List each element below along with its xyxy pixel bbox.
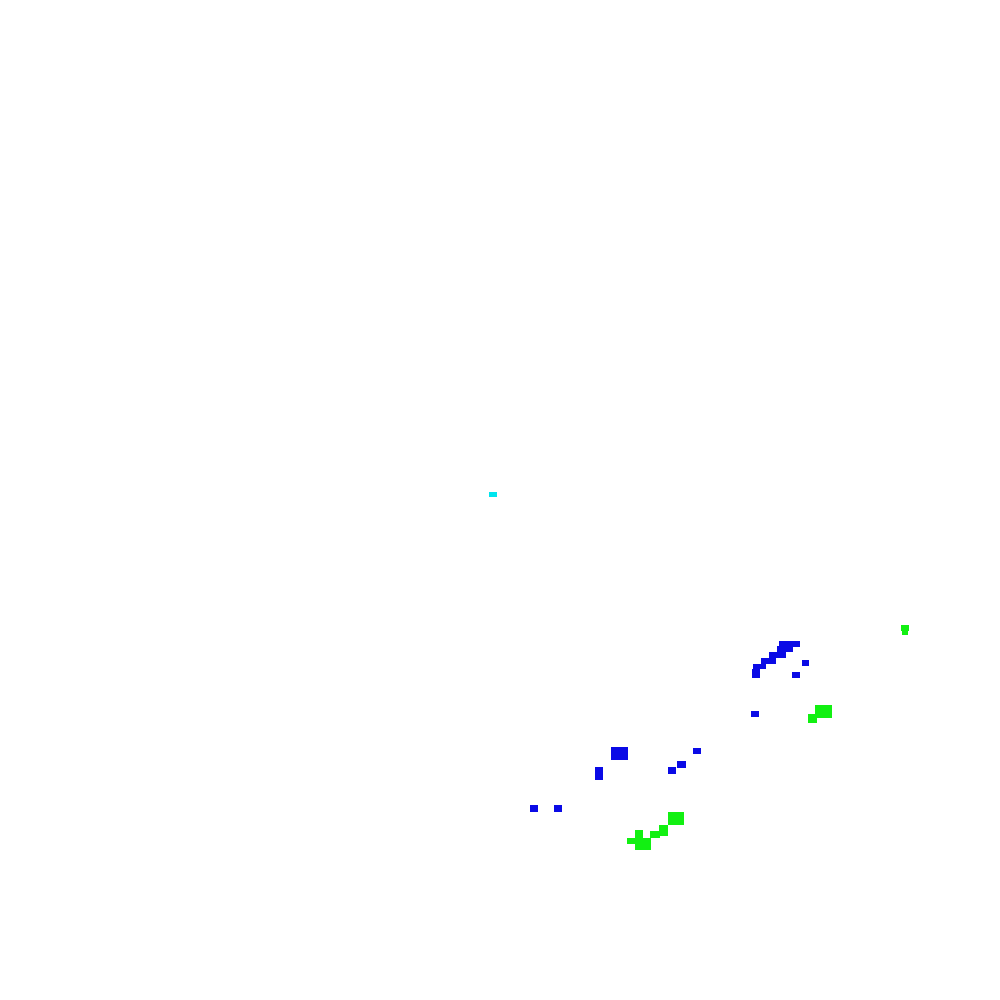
green-cluster-right-pixel-2: [902, 630, 908, 635]
blue-cluster-upper-pixel-3: [769, 652, 786, 658]
blue-cluster-upper: [751, 641, 809, 717]
blue-cluster-lower-pixel-1: [611, 747, 628, 760]
blue-cluster-lower-pixel-3: [693, 748, 701, 754]
green-cluster-lower: [627, 812, 684, 850]
blue-cluster-lower-pixel-2: [595, 767, 603, 780]
blue-cluster-upper-pixel-8: [792, 672, 800, 678]
blue-cluster-upper-pixel-7: [802, 660, 809, 666]
blue-cluster-upper-pixel-1: [779, 641, 800, 647]
blue-cluster-lower-pixel-6: [530, 805, 538, 812]
green-cluster-middle-pixel-1: [815, 705, 832, 718]
blue-cluster-lower-pixel-5: [668, 767, 676, 774]
blue-cluster-upper-pixel-4: [761, 658, 776, 664]
blue-cluster-upper-pixel-9: [751, 711, 759, 717]
blue-cluster-upper-pixel-6: [752, 669, 760, 678]
green-cluster-lower-pixel-1: [668, 812, 684, 825]
blue-cluster-upper-pixel-5: [753, 664, 766, 669]
blue-cluster-lower: [530, 747, 701, 812]
green-cluster-lower-pixel-6: [635, 838, 651, 850]
green-cluster-middle: [808, 705, 832, 723]
cyan-marker-pixel-1: [489, 492, 497, 497]
blue-cluster-lower-pixel-4: [677, 761, 686, 768]
blue-cluster-upper-pixel-2: [777, 646, 793, 652]
green-cluster-right-pixel-1: [901, 625, 909, 631]
green-cluster-middle-pixel-2: [808, 714, 817, 723]
green-cluster-lower-pixel-4: [635, 830, 643, 838]
green-cluster-lower-pixel-5: [627, 838, 639, 844]
green-cluster-lower-pixel-3: [650, 831, 660, 838]
blue-cluster-lower-pixel-7: [554, 805, 562, 812]
green-cluster-lower-pixel-2: [659, 825, 668, 836]
cyan-marker: [489, 492, 497, 497]
green-cluster-right: [901, 625, 909, 635]
